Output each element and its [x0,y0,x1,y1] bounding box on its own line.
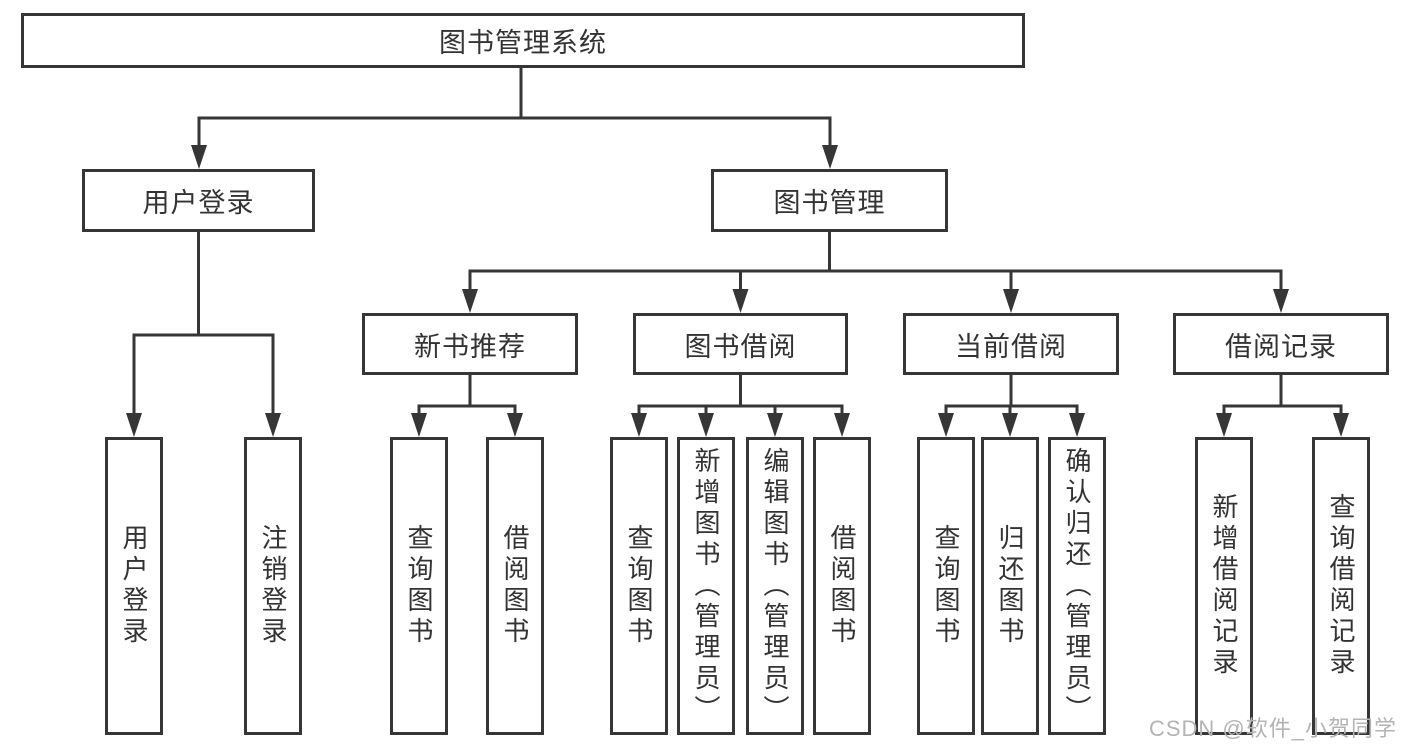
leaf-add-borrow-record: 新增借阅记录 [1195,437,1253,735]
leaf-return-books: 归还图书 [981,437,1039,735]
leaf-borrow-books-recommend: 借阅图书 [486,437,544,735]
leaf-query-books-recommend: 查询图书 [390,437,448,735]
leaf-edit-books-admin: 编辑图书（管理员） [746,437,804,735]
watermark: CSDN @软件_小贺同学 [1148,716,1397,741]
leaf-query-books-current: 查询图书 [917,437,975,735]
leaf-confirm-return-admin: 确认归还（管理员） [1048,437,1106,735]
node-library-management-system: 图书管理系统 [21,13,1025,68]
node-new-book-recommend: 新书推荐 [362,313,578,375]
leaf-query-borrow-record: 查询借阅记录 [1312,437,1370,735]
node-book-management: 图书管理 [711,169,948,232]
node-user-login: 用户登录 [82,169,315,232]
leaf-logout: 注销登录 [244,437,302,735]
leaf-borrow-books: 借阅图书 [813,437,871,735]
leaf-add-books-admin: 新增图书（管理员） [677,437,735,735]
node-book-borrow: 图书借阅 [633,313,848,375]
node-current-borrow: 当前借阅 [903,313,1119,375]
leaf-query-books-borrow: 查询图书 [610,437,668,735]
leaf-user-login: 用户登录 [105,437,163,735]
node-borrow-record: 借阅记录 [1173,313,1389,375]
